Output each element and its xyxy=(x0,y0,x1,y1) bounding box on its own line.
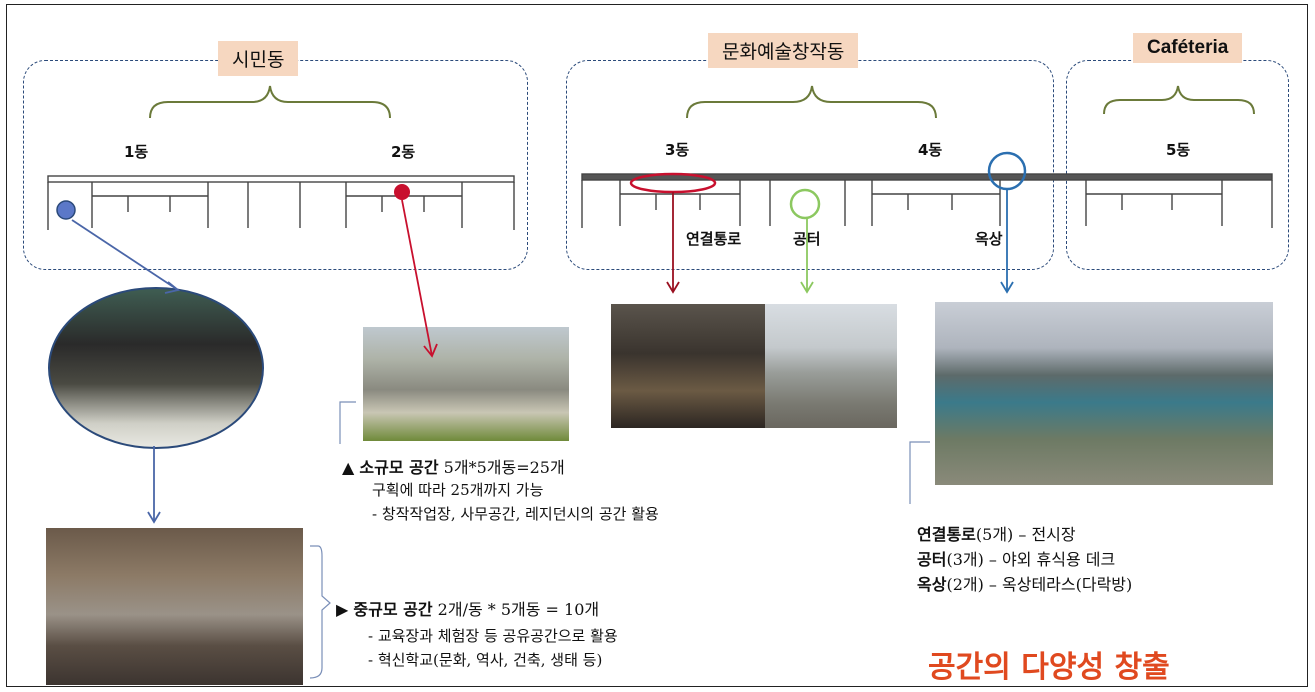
medium-space-count: 2개/동 * 5개동 = 10개 xyxy=(437,600,600,619)
photo-building-2 xyxy=(363,327,569,441)
brace-culture xyxy=(686,85,937,119)
rooftop-label: 옥상 xyxy=(975,230,1003,248)
photo-building-1-interior xyxy=(46,528,303,685)
use-item-rooftop: 옥상(2개) – 옥상테라스(다락방) xyxy=(917,575,1133,594)
small-space-marker: ▲ xyxy=(342,458,355,477)
small-space-heading: ▲ 소규모 공간 5개*5개동=25개 xyxy=(342,454,565,478)
culture-tag: 문화예술창작동 xyxy=(708,33,859,68)
building-2-label: 2동 xyxy=(391,143,416,161)
medium-space-title: 중규모 공간 xyxy=(353,600,433,619)
callout-medium xyxy=(309,545,331,679)
building-4-label: 4동 xyxy=(918,141,943,159)
small-space-title: 소규모 공간 xyxy=(359,458,439,477)
marker-rooftop xyxy=(987,151,1027,191)
photo-rooftop xyxy=(935,302,1273,485)
plan-civic xyxy=(47,175,515,230)
brace-civic xyxy=(149,85,391,119)
building-1-label: 1동 xyxy=(124,143,149,161)
small-space-line1: 구획에 따라 25개까지 가능 xyxy=(372,481,544,499)
cafe-tag: Caféteria xyxy=(1133,33,1243,63)
small-space-count: 5개*5개동=25개 xyxy=(443,458,565,477)
medium-space-line2: - 혁신학교(문화, 역사, 건축, 생태 등) xyxy=(368,651,603,669)
use-item-open-space: 공터(3개) – 야외 휴식용 데크 xyxy=(917,550,1116,569)
marker-open-space xyxy=(789,188,821,220)
building-5-label: 5동 xyxy=(1166,141,1191,159)
arrow-building-1 xyxy=(71,219,179,291)
medium-space-line1: - 교육장과 체험장 등 공유공간으로 활용 xyxy=(368,627,618,645)
marker-building-1 xyxy=(56,200,76,220)
marker-building-2 xyxy=(394,184,410,200)
photo-passage xyxy=(611,304,765,428)
callout-rooftop xyxy=(909,441,930,504)
small-space-line2: - 창작작업장, 사무공간, 레지던시의 공간 활용 xyxy=(372,505,659,523)
photo-building-1 xyxy=(48,287,264,449)
slide-frame xyxy=(6,4,1308,687)
arrow-building-2 xyxy=(401,199,433,357)
slogan: 공간의 다양성 창출 xyxy=(928,650,1170,685)
callout-small xyxy=(339,401,356,444)
use-item-passage: 연결통로(5개) – 전시장 xyxy=(917,525,1076,544)
medium-space-heading: ▶ 중규모 공간 2개/동 * 5개동 = 10개 xyxy=(336,596,599,620)
photo-open-space xyxy=(765,304,897,428)
brace-cafe xyxy=(1103,85,1255,115)
passage-label: 연결통로 xyxy=(686,230,742,248)
plan-culture xyxy=(581,173,1273,228)
civic-tag: 시민동 xyxy=(218,41,299,76)
building-3-label: 3동 xyxy=(665,141,690,159)
medium-space-marker: ▶ xyxy=(336,600,349,619)
